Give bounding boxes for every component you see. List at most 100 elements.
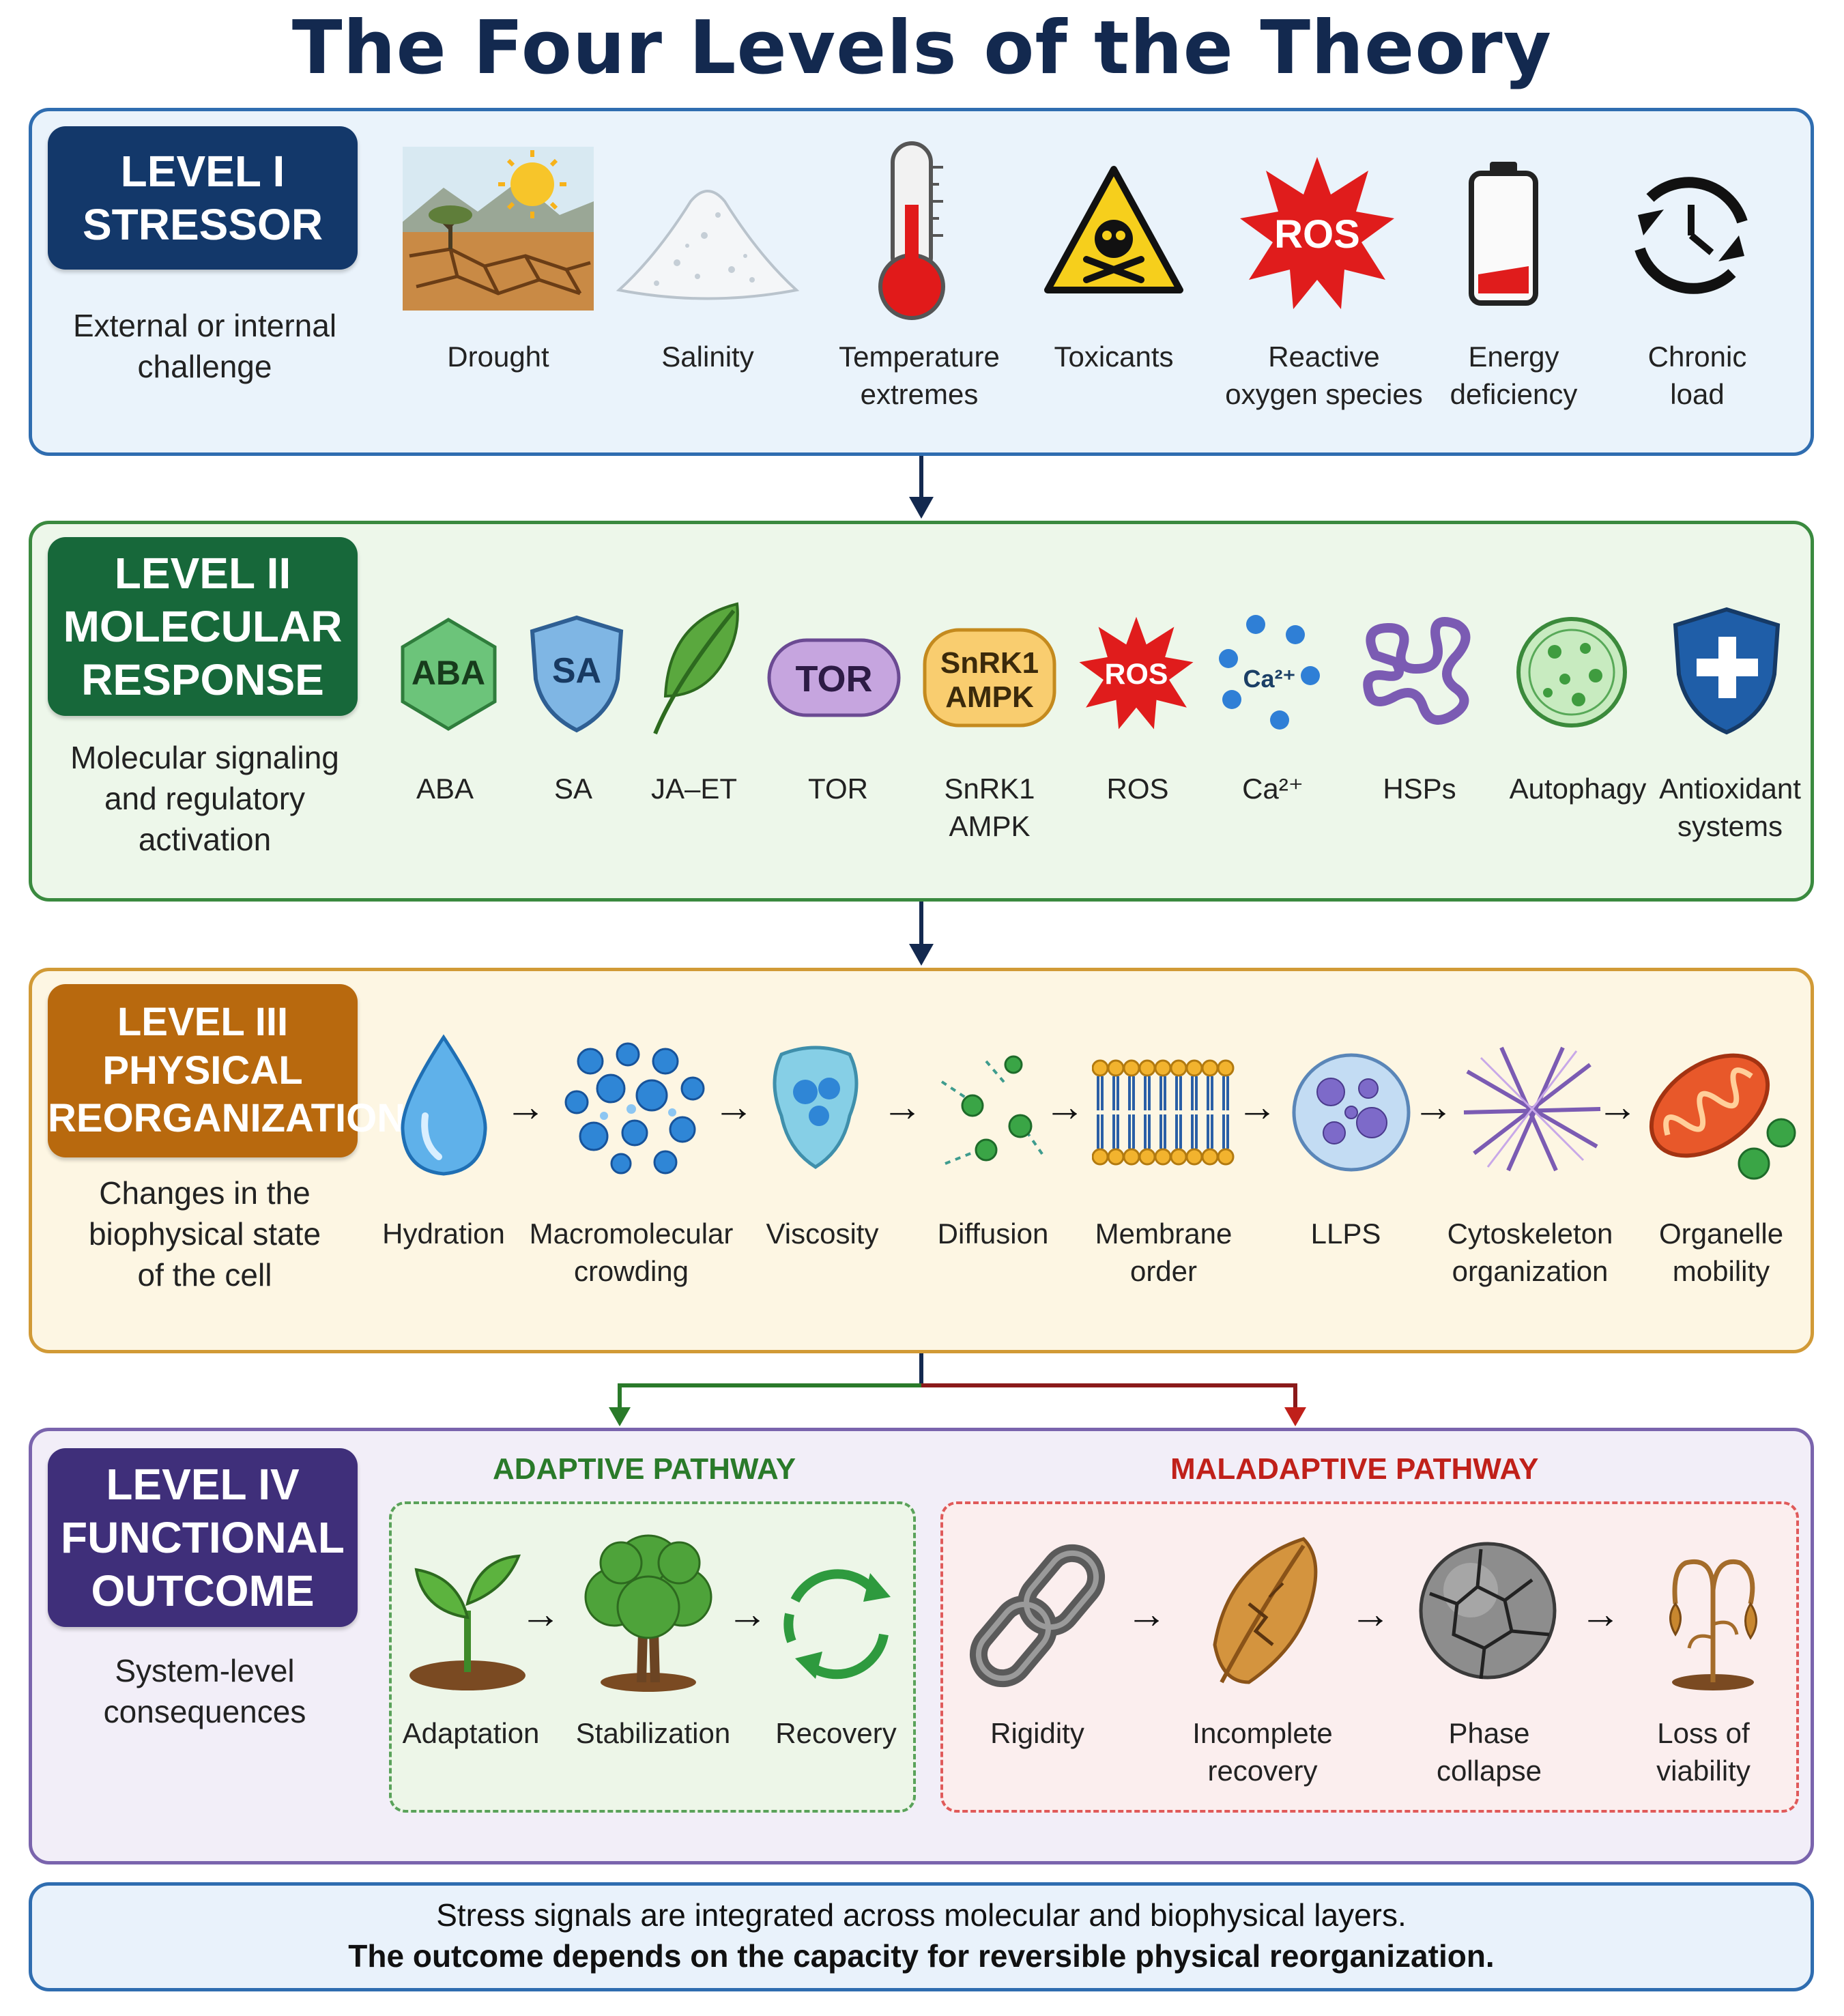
- ros-burst-text: ROS: [1105, 658, 1168, 691]
- level-3-badge: LEVEL III PHYSICAL REORGANIZATION: [48, 984, 405, 1157]
- chain-link-icon: [969, 1544, 1106, 1688]
- label-line: TOR: [808, 773, 868, 805]
- adaptive-pathway-title: ADAPTIVE PATHWAY: [493, 1452, 796, 1486]
- level-2-badge-line: MOLECULAR: [63, 601, 343, 651]
- desc-line: External or internal: [72, 308, 337, 343]
- diffusion-particles-icon: [940, 1055, 1046, 1165]
- shield-text: SA: [552, 651, 601, 691]
- label-line: organization: [1452, 1255, 1609, 1287]
- label-line: deficiency: [1450, 378, 1578, 410]
- arrow-to-maladaptive: [921, 1383, 1297, 1413]
- maladaptive-arrow-head: [1284, 1407, 1306, 1426]
- ros-burst-text: ROS: [1274, 212, 1360, 257]
- arrow-right-icon: →: [1237, 1084, 1278, 1129]
- maladaptive-pathway-title: MALADAPTIVE PATHWAY: [1170, 1452, 1539, 1486]
- label-line: ABA: [416, 773, 474, 805]
- stressor-label: Chronic load: [1648, 338, 1747, 413]
- label-line: Viscosity: [766, 1218, 879, 1250]
- label-line: order: [1129, 1255, 1198, 1287]
- rounded-box-text: SnRK1: [940, 646, 1039, 680]
- label-line: Hydration: [382, 1218, 505, 1250]
- arrow-right-icon: →: [1350, 1591, 1391, 1637]
- filament-network-icon: [1463, 1046, 1601, 1172]
- label-line: Chronic: [1647, 341, 1747, 373]
- label-line: Salinity: [661, 341, 754, 373]
- label-line: SnRK1: [944, 773, 1035, 805]
- shield-cross-icon: [1673, 607, 1781, 735]
- vesicle-icon: [1516, 617, 1627, 728]
- molecule-cluster-icon: [564, 1042, 705, 1175]
- summary-panel: [29, 1882, 1814, 1991]
- toxic-warning-icon: [1044, 166, 1183, 293]
- desc-line: biophysical state: [88, 1216, 321, 1252]
- arrow-right-icon: →: [520, 1591, 561, 1637]
- label-line: Toxicants: [1054, 341, 1174, 373]
- water-drop-icon: [401, 1034, 487, 1176]
- calcium-ions-icon: Ca²⁺: [1219, 615, 1320, 730]
- label-line: Rigidity: [990, 1717, 1084, 1749]
- level-2-badge: LEVEL II MOLECULAR RESPONSE: [48, 537, 358, 716]
- page-title: The Four Levels of the Theory: [291, 5, 1553, 91]
- label-line: Energy: [1468, 341, 1559, 373]
- clock-cycle-icon: [1634, 177, 1748, 294]
- molecular-label: ROS: [1106, 770, 1168, 807]
- adaptive-label: Adaptation: [403, 1714, 540, 1752]
- level-4-badge-line: OUTCOME: [91, 1566, 315, 1616]
- stressor-label: Energy deficiency: [1450, 338, 1578, 413]
- level-2-badge-line: RESPONSE: [81, 655, 324, 705]
- physical-label: Hydration: [382, 1215, 505, 1252]
- arrow-1-2-head: [909, 497, 934, 519]
- pill-text: TOR: [795, 659, 872, 700]
- label-line: Incomplete: [1192, 1717, 1333, 1749]
- hexagon-text: ABA: [412, 654, 485, 692]
- recycle-arrows-icon: [783, 1569, 891, 1680]
- level-3-badge-line: LEVEL III: [117, 999, 289, 1044]
- molecular-label: Autophagy: [1510, 770, 1647, 807]
- level-4-badge-line: FUNCTIONAL: [61, 1512, 345, 1562]
- label-line: JA–ET: [650, 773, 738, 805]
- physical-label: Viscosity: [766, 1215, 879, 1252]
- salt-pile-icon: [616, 190, 800, 300]
- arrow-right-icon: →: [882, 1084, 923, 1129]
- calcium-text: Ca²⁺: [1243, 665, 1295, 693]
- adaptive-arrow-head: [609, 1407, 631, 1426]
- drought-icon: [403, 147, 594, 311]
- broken-leaf-icon: [1213, 1537, 1318, 1684]
- rounded-box-text: AMPK: [945, 680, 1034, 714]
- maladaptive-label: Rigidity: [990, 1714, 1084, 1752]
- label-line: Adaptation: [402, 1717, 540, 1749]
- molecular-label: ABA: [416, 770, 474, 807]
- desc-line: consequences: [103, 1694, 306, 1729]
- label-line: Drought: [447, 341, 549, 373]
- arrow-right-icon: →: [505, 1084, 546, 1129]
- desc-line: Molecular signaling: [70, 740, 339, 775]
- physical-label: Diffusion: [938, 1215, 1049, 1252]
- sprout-icon: [409, 1554, 525, 1690]
- desc-line: activation: [138, 822, 272, 857]
- label-line: Recovery: [775, 1717, 897, 1749]
- low-battery-icon: [1469, 162, 1538, 306]
- label-line: recovery: [1207, 1755, 1318, 1787]
- summary-line-2: The outcome depends on the capacity for …: [348, 1938, 1495, 1974]
- level-2-description: Molecular signaling and regulatory activ…: [41, 737, 369, 860]
- maladaptive-label: Incomplete recovery: [1192, 1714, 1332, 1789]
- level-1-badge: LEVEL I STRESSOR: [48, 126, 358, 270]
- leaf-icon: [653, 602, 739, 735]
- arrow-to-adaptive: [618, 1383, 921, 1413]
- label-line: AMPK: [949, 810, 1031, 842]
- label-line: load: [1670, 378, 1725, 410]
- droplet-condensate-icon: [1292, 1053, 1411, 1172]
- tree-icon: [584, 1534, 712, 1692]
- protein-fold-icon: [1363, 617, 1471, 725]
- desc-line: Changes in the: [99, 1175, 311, 1211]
- arrow-right-icon: →: [727, 1591, 768, 1637]
- ros-burst-icon: ROS: [1240, 157, 1394, 309]
